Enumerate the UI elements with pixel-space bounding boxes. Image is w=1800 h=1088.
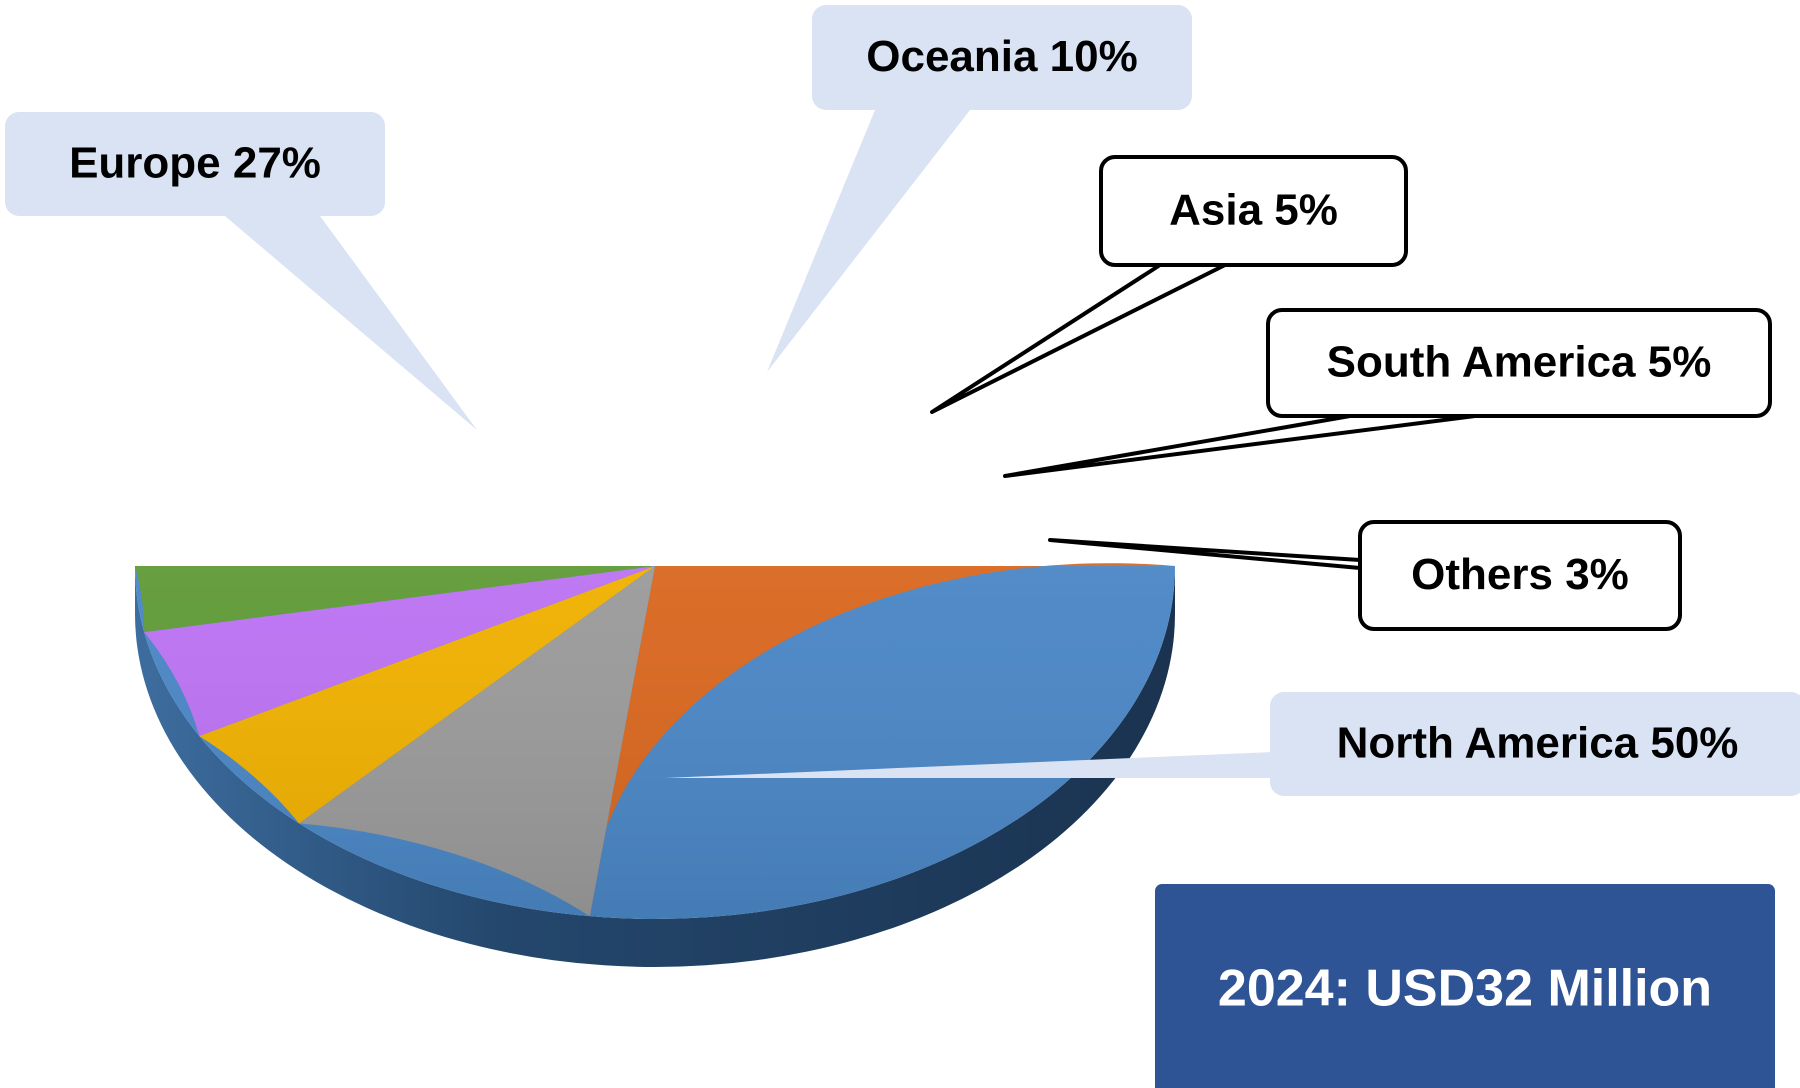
callout-box-asia [1099, 155, 1408, 267]
total-box: 2024: USD32 Million [1155, 884, 1775, 1088]
pie-slices [135, 213, 1175, 919]
data-label-asia: Asia 5% [1169, 186, 1338, 235]
total-box-background [1155, 884, 1775, 1088]
data-label-north-america: North America 50% [1337, 719, 1739, 768]
callout-box-europe [5, 112, 385, 216]
callout-box-others [1358, 520, 1682, 631]
callout-box-north-america [1270, 692, 1800, 796]
data-label-europe: Europe 27% [69, 139, 321, 188]
leader-north-america [665, 752, 1273, 778]
total-label: 2024: USD32 Million [1218, 960, 1712, 1018]
pie-top-shading [135, 213, 1175, 919]
callout-box-oceania [812, 5, 1192, 110]
callouts: North America 50% Europe 27% Oceania 10% As… [5, 5, 1800, 796]
callout-box-south-america [1266, 308, 1772, 418]
data-label-south-america: South America 5% [1327, 338, 1712, 387]
leader-europe [225, 216, 477, 430]
leader-oceania [767, 110, 970, 372]
data-label-oceania: Oceania 10% [866, 32, 1138, 81]
data-label-others: Others 3% [1411, 550, 1629, 599]
